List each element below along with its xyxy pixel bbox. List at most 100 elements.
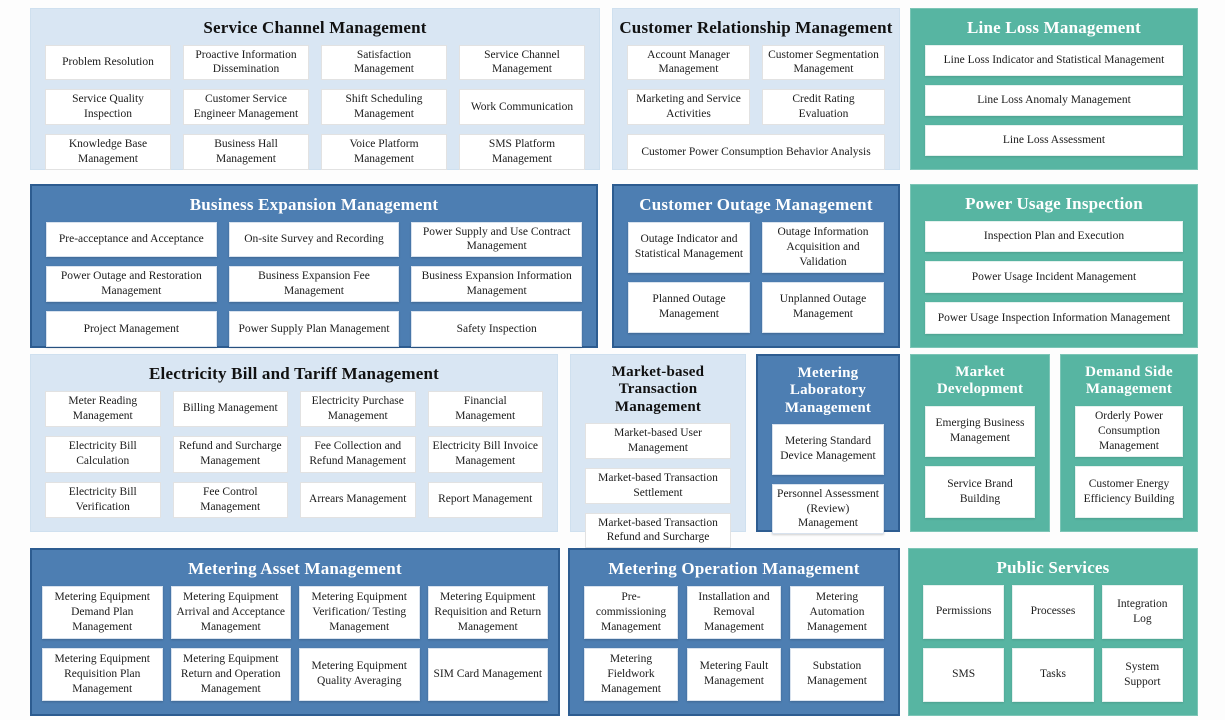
module-box[interactable]: Electricity Bill Invoice Management	[427, 436, 543, 473]
module-box[interactable]: Service Quality Inspection	[45, 89, 171, 126]
module-box[interactable]: Billing Management	[172, 390, 288, 428]
module-box[interactable]: Safety Inspection	[411, 311, 582, 348]
module-box[interactable]: Market-based User Management	[585, 422, 731, 459]
module-box[interactable]: Power Usage Incident Management	[925, 261, 1183, 294]
module-box[interactable]: Customer Energy Efficiency Building	[1075, 466, 1183, 518]
module-box[interactable]: Orderly Power Consumption Management	[1075, 405, 1183, 458]
module-box[interactable]: Knowledge Base Management	[45, 134, 171, 171]
module-box[interactable]: Metering Fieldwork Management	[584, 647, 678, 701]
module-label: Shift Scheduling Management	[345, 93, 423, 121]
module-label: Knowledge Base Management	[68, 138, 148, 166]
module-box[interactable]: Outage Information Acquisition and Valid…	[762, 221, 884, 273]
module-label: Financial Management	[455, 394, 516, 422]
module-box[interactable]: Power Supply and Use Contract Management	[411, 221, 582, 258]
module-box[interactable]: Work Communication	[459, 89, 585, 126]
module-box[interactable]: Metering Equipment Verification/ Testing…	[299, 585, 420, 639]
module-box[interactable]: System Support	[1101, 647, 1183, 702]
module-box[interactable]: Customer Power Consumption Behavior Anal…	[627, 134, 885, 171]
module-box[interactable]: Personnel Assessment (Review) Management	[772, 483, 884, 535]
module-box[interactable]: Unplanned Outage Management	[762, 281, 884, 333]
module-box[interactable]: Installation and Removal Management	[687, 585, 781, 639]
module-box[interactable]: Power Outage and Restoration Management	[46, 266, 217, 303]
module-box[interactable]: Metering Automation Management	[790, 585, 884, 639]
module-box[interactable]: Line Loss Indicator and Statistical Mana…	[925, 44, 1183, 76]
module-box[interactable]: Shift Scheduling Management	[321, 89, 447, 126]
module-box[interactable]: Power Usage Inspection Information Manag…	[925, 302, 1183, 334]
module-box[interactable]: SMS Platform Management	[459, 134, 585, 171]
module-box[interactable]: Tasks	[1012, 647, 1094, 702]
module-box[interactable]: Refund and Surcharge Management	[172, 436, 288, 473]
module-box[interactable]: Outage Indicator and Statistical Managem…	[628, 221, 750, 273]
module-box[interactable]: Power Supply Plan Management	[228, 311, 400, 348]
module-box[interactable]: Metering Equipment Demand Plan Managemen…	[42, 585, 163, 639]
module-box[interactable]: Proactive Information Dissemination	[183, 44, 309, 81]
module-box[interactable]: Metering Equipment Return and Operation …	[170, 647, 291, 701]
module-label: Refund and Surcharge Management	[178, 440, 282, 468]
panel-title: Line Loss Management	[967, 18, 1141, 37]
module-label: Orderly Power Consumption Management	[1094, 409, 1164, 452]
module-box[interactable]: Service Brand Building	[925, 466, 1035, 518]
module-label: Power Usage Inspection Information Manag…	[937, 311, 1171, 324]
module-box[interactable]: Emerging Business Management	[925, 405, 1035, 458]
module-box[interactable]: Planned Outage Management	[628, 281, 750, 333]
module-box[interactable]: Credit Rating Evaluation	[762, 89, 885, 126]
module-box[interactable]: Pre-commissioning Management	[584, 585, 678, 639]
module-label: Line Loss Assessment	[1002, 133, 1106, 146]
module-label: Service Brand Building	[947, 478, 1013, 506]
module-box[interactable]: Marketing and Service Activities	[627, 89, 750, 126]
module-box[interactable]: Processes	[1012, 584, 1094, 639]
module-box[interactable]: Pre-acceptance and Acceptance	[46, 221, 217, 258]
module-box[interactable]: Fee Control Management	[172, 481, 288, 518]
module-label: Account Manager Management	[647, 48, 730, 76]
module-box[interactable]: Metering Equipment Requisition and Retur…	[427, 585, 548, 639]
module-box[interactable]: SMS	[923, 647, 1005, 702]
module-box[interactable]: SIM Card Management	[427, 647, 548, 701]
module-label: Metering Automation Management	[806, 590, 868, 633]
module-label: Electricity Bill Invoice Management	[432, 440, 538, 468]
panel-title: Public Services	[996, 558, 1110, 577]
module-label: Power Supply Plan Management	[238, 322, 390, 335]
module-box[interactable]: Service Channel Management	[459, 44, 585, 81]
module-box[interactable]: Voice Platform Management	[321, 134, 447, 171]
module-box[interactable]: Customer Service Engineer Management	[183, 89, 309, 126]
module-box[interactable]: Electricity Purchase Management	[300, 390, 416, 428]
module-box[interactable]: Permissions	[923, 584, 1005, 639]
module-label: Report Management	[438, 493, 533, 506]
module-box[interactable]: Fee Collection and Refund Management	[300, 436, 416, 473]
module-box[interactable]: Financial Management	[427, 390, 543, 428]
module-box[interactable]: Metering Equipment Requisition Plan Mana…	[42, 647, 163, 701]
module-box[interactable]: Inspection Plan and Execution	[925, 220, 1183, 253]
module-box[interactable]: Substation Management	[790, 647, 884, 701]
module-box[interactable]: Project Management	[46, 311, 217, 348]
module-label: Outage Information Acquisition and Valid…	[777, 225, 869, 268]
module-box[interactable]: Metering Fault Management	[687, 647, 781, 701]
module-box[interactable]: Integration Log	[1101, 584, 1183, 639]
module-box[interactable]: Market-based Transaction Refund and Surc…	[585, 512, 731, 549]
module-box[interactable]: Satisfaction Management	[321, 44, 447, 81]
module-box[interactable]: Business Hall Management	[183, 134, 309, 171]
module-label: Customer Service Engineer Management	[193, 93, 299, 121]
module-box[interactable]: Problem Resolution	[45, 44, 171, 81]
module-box[interactable]: Report Management	[427, 481, 543, 518]
module-box[interactable]: Electricity Bill Calculation	[45, 436, 161, 473]
module-label: Satisfaction Management	[353, 48, 415, 76]
module-box[interactable]: Business Expansion Information Managemen…	[411, 266, 582, 303]
module-box[interactable]: Customer Segmentation Management	[762, 44, 885, 81]
module-box[interactable]: Metering Equipment Quality Averaging	[299, 647, 420, 701]
module-box[interactable]: On-site Survey and Recording	[228, 221, 400, 258]
module-box[interactable]: Business Expansion Fee Management	[228, 266, 400, 303]
module-box[interactable]: Account Manager Management	[627, 44, 750, 81]
module-box[interactable]: Electricity Bill Verification	[45, 481, 161, 518]
module-box[interactable]: Arrears Management	[300, 481, 416, 518]
module-box[interactable]: Metering Standard Device Management	[772, 423, 884, 475]
module-box[interactable]: Line Loss Assessment	[925, 124, 1183, 156]
module-box[interactable]: Meter Reading Management	[45, 390, 161, 428]
panel-title: Customer Relationship Management	[619, 18, 893, 37]
module-box[interactable]: Line Loss Anomaly Management	[925, 84, 1183, 116]
module-box[interactable]: Metering Equipment Arrival and Acceptanc…	[170, 585, 291, 639]
module-box[interactable]: Market-based Transaction Settlement	[585, 467, 731, 504]
